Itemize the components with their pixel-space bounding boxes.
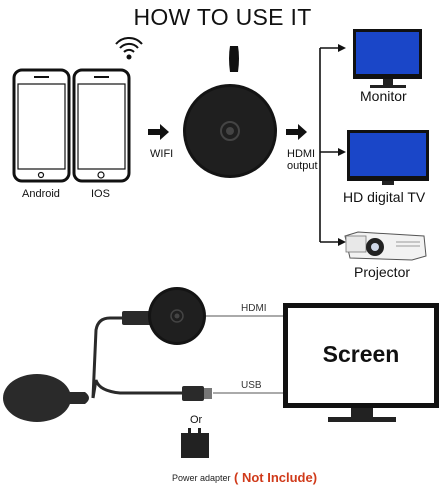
ios-label: IOS	[91, 188, 110, 200]
usb-label: USB	[241, 380, 262, 391]
power-adapter-label: Power adapter	[172, 473, 231, 483]
hdmi-output-label-line1: HDMI	[287, 148, 316, 160]
chromecast-dongle-icon	[183, 46, 277, 178]
monitor-label: Monitor	[360, 88, 407, 104]
projector-label: Projector	[354, 264, 411, 280]
hdmi-output-label-line2: output	[287, 160, 318, 172]
connector-lines	[206, 315, 290, 394]
android-phone-icon	[12, 68, 71, 183]
android-label: Android	[22, 188, 60, 200]
wifi-label: WIFI	[150, 148, 174, 160]
power-adapter-icon	[181, 428, 209, 458]
not-included-note: ( Not Include)	[234, 470, 318, 485]
wifi-icon	[115, 37, 143, 60]
projector-icon	[344, 231, 427, 261]
screen-label: Screen	[322, 341, 400, 367]
arrow-right-icon	[286, 124, 307, 140]
hdmi-label: HDMI	[241, 303, 267, 314]
cable-wires	[91, 316, 182, 399]
tv-icon	[347, 130, 429, 185]
ios-phone-icon	[72, 68, 131, 183]
output-bracket	[319, 44, 346, 246]
monitor-icon	[353, 29, 422, 88]
tv-label: HD digital TV	[343, 189, 426, 205]
page-title: HOW TO USE IT	[133, 4, 312, 30]
or-label: Or	[190, 414, 203, 426]
usb-plug-icon	[182, 386, 212, 401]
wifi-receiver-icon	[3, 374, 89, 422]
arrow-right-icon	[148, 124, 169, 140]
screen-monitor-icon	[283, 303, 439, 422]
chromecast-dongle-icon	[122, 287, 206, 345]
